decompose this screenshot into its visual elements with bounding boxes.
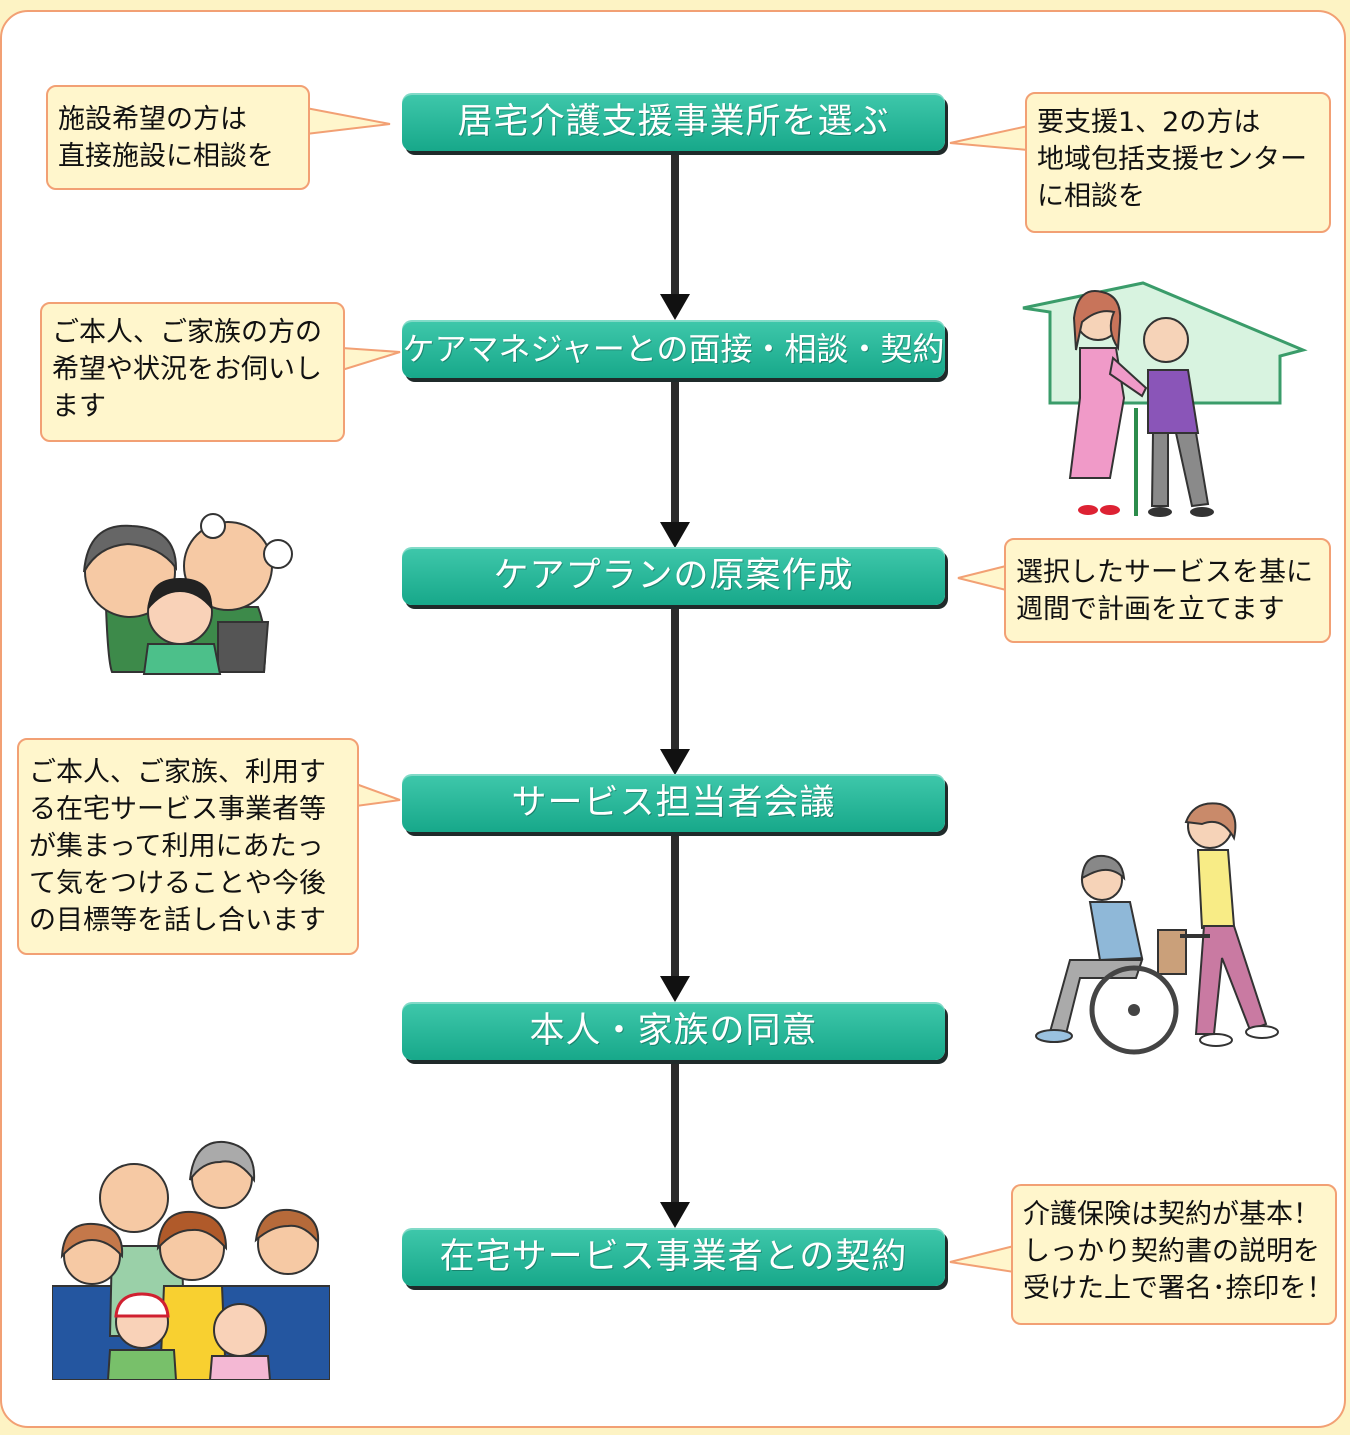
connector-line xyxy=(671,834,679,980)
callout-tail xyxy=(305,106,391,136)
arrow-down-icon xyxy=(660,976,690,1002)
callout-line: の目標等を話し合います xyxy=(29,905,326,936)
step-draft-plan: ケアプランの原案作成 xyxy=(402,547,945,605)
arrow-down-icon xyxy=(660,522,690,548)
callout-tail xyxy=(341,346,401,372)
callout-line: る在宅サービス事業者等 xyxy=(29,794,326,825)
connector-line xyxy=(671,380,679,526)
step-interview: ケアマネジャーとの面接・相談・契約 xyxy=(402,320,945,378)
step-contract: 在宅サービス事業者との契約 xyxy=(402,1228,945,1286)
callout-line: 受けた上で署名･捺印を！ xyxy=(1023,1273,1334,1304)
callout-line: 介護保険は契約が基本！ xyxy=(1023,1199,1320,1230)
callout-line: 施設希望の方は xyxy=(58,104,247,135)
grandparents-child-illustration xyxy=(83,513,293,675)
callout-tail xyxy=(957,564,1007,592)
callout-line: 選択したサービスを基に xyxy=(1016,557,1313,588)
callout-line: 週間で計画を立てます xyxy=(1016,594,1285,625)
callout-line: しっかり契約書の説明を xyxy=(1023,1236,1320,1267)
callout-hearing: ご本人、ご家族の方の 希望や状況をお伺いし ます xyxy=(40,302,345,442)
step-meeting: サービス担当者会議 xyxy=(402,774,945,832)
step-consent: 本人・家族の同意 xyxy=(402,1002,945,1060)
callout-line: 要支援1、2の方は xyxy=(1037,107,1261,138)
arrow-down-icon xyxy=(660,749,690,775)
callout-line: ご本人、ご家族の方の xyxy=(52,317,322,348)
callout-tail xyxy=(355,782,401,808)
callout-weekly-plan: 選択したサービスを基に 週間で計画を立てます xyxy=(1004,538,1331,643)
callout-line: に相談を xyxy=(1037,181,1145,212)
step-select-office: 居宅介護支援事業所を選ぶ xyxy=(402,93,945,151)
callout-line: て気をつけることや今後 xyxy=(29,868,326,899)
callout-line: が集まって利用にあたっ xyxy=(29,831,324,862)
arrow-down-icon xyxy=(660,1202,690,1228)
callout-line: ます xyxy=(52,391,106,422)
callout-facility-hope: 施設希望の方は 直接施設に相談を xyxy=(46,85,310,190)
callout-tail xyxy=(949,124,1029,152)
callout-tail xyxy=(949,1244,1015,1274)
caregiver-house-illustration xyxy=(1022,281,1308,517)
connector-line xyxy=(671,1062,679,1206)
family-illustration xyxy=(52,1140,330,1380)
callout-contract: 介護保険は契約が基本！ しっかり契約書の説明を 受けた上で署名･捺印を！ xyxy=(1011,1184,1337,1325)
connector-line xyxy=(671,607,679,753)
callout-line: 地域包括支援センター xyxy=(1037,144,1307,175)
arrow-down-icon xyxy=(660,294,690,320)
connector-line xyxy=(671,152,679,298)
wheelchair-illustration xyxy=(1035,802,1279,1055)
callout-line: 直接施設に相談を xyxy=(58,141,274,172)
callout-line: ご本人、ご家族、利用す xyxy=(29,757,326,788)
callout-support-level: 要支援1、2の方は 地域包括支援センター に相談を xyxy=(1025,92,1331,233)
callout-meeting: ご本人、ご家族、利用す る在宅サービス事業者等 が集まって利用にあたっ て気をつ… xyxy=(17,738,359,955)
callout-line: 希望や状況をお伺いし xyxy=(52,354,322,385)
